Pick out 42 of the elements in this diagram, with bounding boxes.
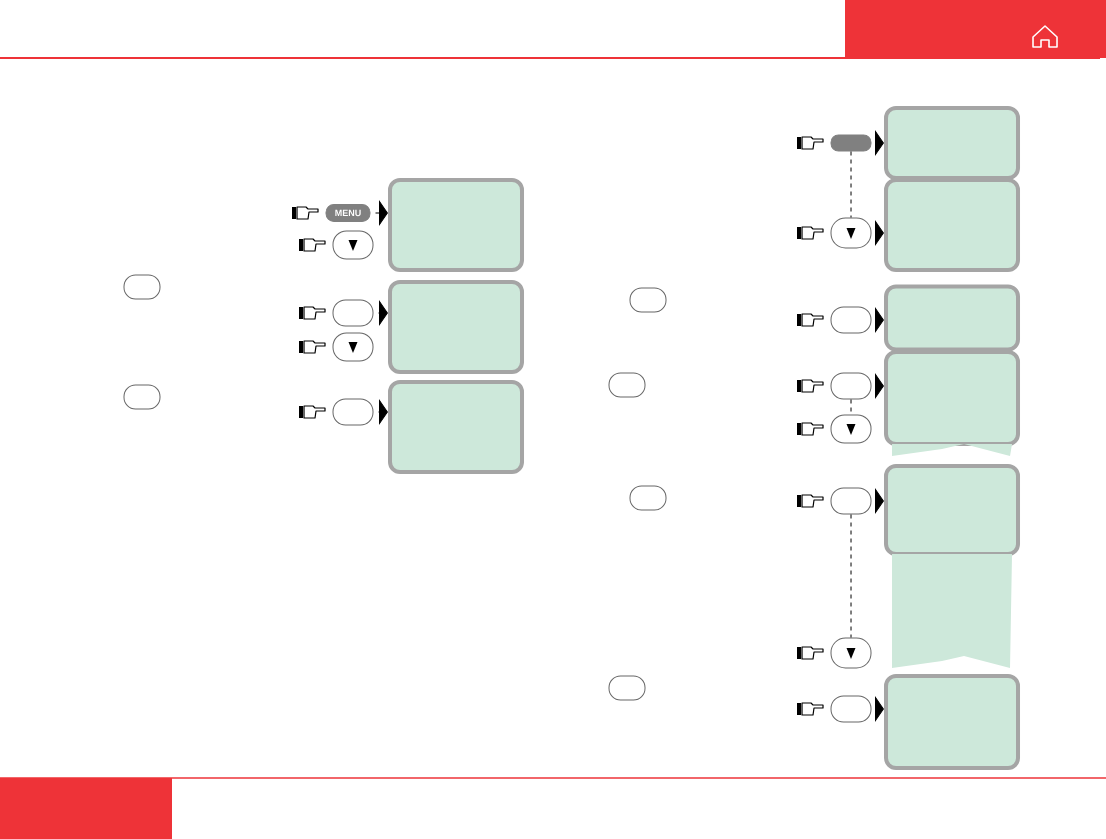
arrow — [378, 301, 388, 325]
key-button — [830, 487, 872, 515]
display-screen — [388, 380, 524, 474]
dashed-line — [850, 151, 852, 218]
display-screen — [884, 464, 1020, 556]
arrow — [874, 308, 884, 332]
key-button — [332, 398, 374, 426]
key-button — [332, 332, 374, 362]
arrow — [874, 131, 884, 155]
display-screen — [884, 350, 1020, 446]
arrow — [874, 374, 884, 398]
display-screen — [884, 106, 1020, 180]
key-button — [830, 414, 872, 444]
display-screen — [388, 178, 524, 272]
key-button — [123, 274, 161, 300]
arrow — [874, 697, 884, 721]
key-button — [608, 372, 646, 398]
key-button — [830, 637, 872, 669]
display-screen — [884, 674, 1020, 770]
arrow — [375, 201, 388, 225]
key-button — [629, 485, 667, 511]
display-screen — [884, 178, 1020, 272]
key-button — [608, 675, 646, 701]
dashed-line — [850, 399, 852, 415]
arrow — [378, 400, 388, 424]
screen-extension — [892, 554, 1012, 668]
screen-extension — [892, 444, 1012, 456]
key-button: MENU — [325, 204, 371, 222]
display-screen — [884, 284, 1020, 352]
key-button — [332, 299, 374, 327]
key-button — [830, 695, 872, 723]
key-button — [629, 287, 667, 313]
arrow — [874, 221, 884, 245]
dashed-line — [850, 514, 852, 638]
key-button — [830, 134, 872, 152]
key-button — [332, 230, 374, 260]
display-screen — [388, 280, 524, 374]
key-button — [830, 306, 872, 334]
key-button — [123, 384, 161, 410]
key-button — [830, 217, 872, 249]
arrow — [874, 489, 884, 513]
key-button — [830, 372, 872, 400]
